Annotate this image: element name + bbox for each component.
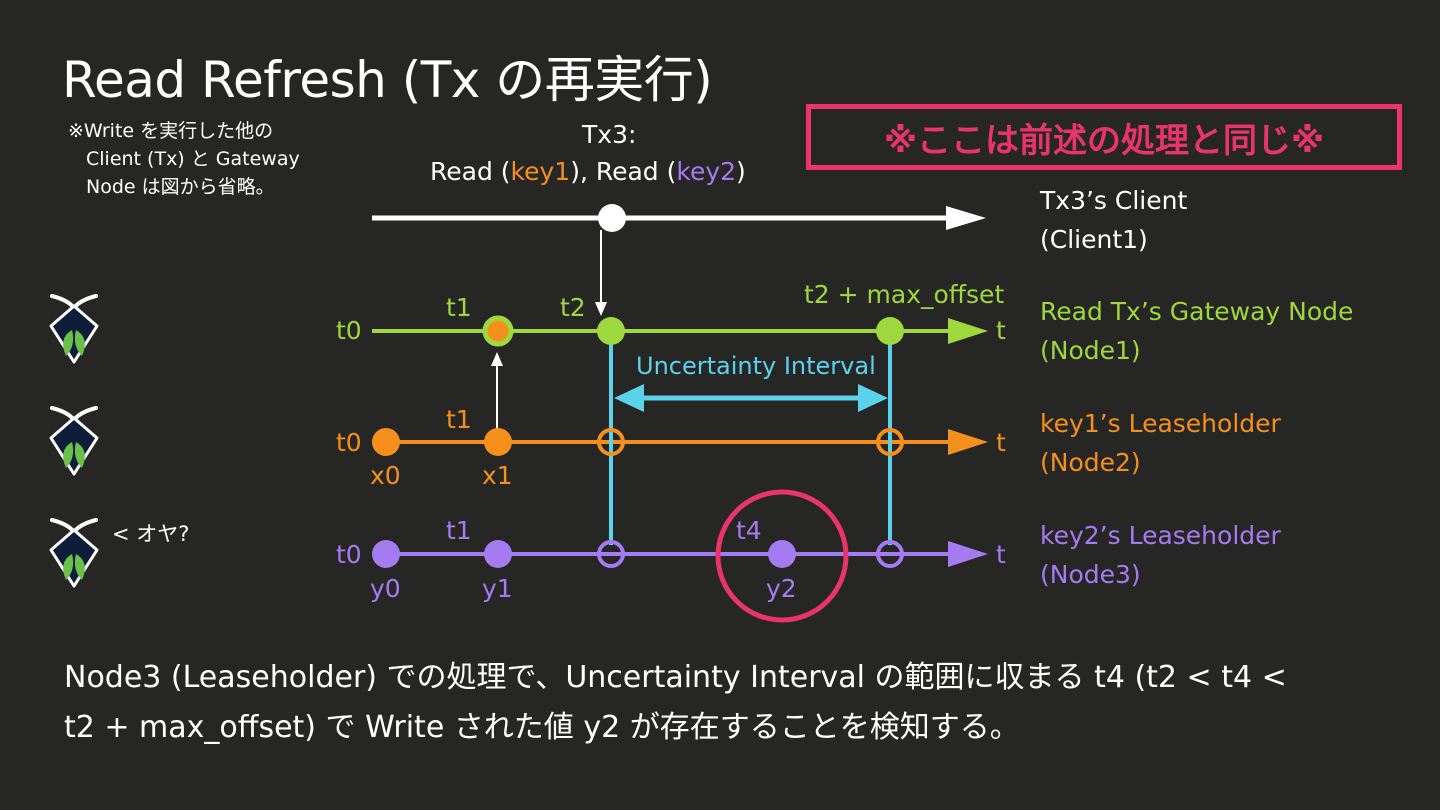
node1-t2max-label: t2 + max_offset xyxy=(804,280,1005,309)
node3-t4-label: t4 xyxy=(736,516,762,545)
node2-x0-label: x0 xyxy=(370,461,401,490)
node1-t2-label: t2 xyxy=(560,293,586,322)
node1-axis-t: t xyxy=(996,316,1006,345)
node3-arrowhead xyxy=(948,541,988,567)
node1-name: Read Tx’s Gateway Node xyxy=(1040,297,1354,326)
speech-text: < オヤ? xyxy=(112,522,190,546)
page-title: Read Refresh (Tx の再実行) xyxy=(62,51,713,109)
node2-arrowhead xyxy=(948,429,988,455)
node3-y1-label: y1 xyxy=(482,574,513,603)
tx-label: Tx3: xyxy=(582,120,637,149)
client-name: Tx3’s Client xyxy=(1040,186,1188,215)
node3-t2-ring xyxy=(597,540,625,568)
tx-reads: Read (key1), Read (key2) xyxy=(430,157,746,186)
highlight-circle xyxy=(715,489,849,623)
tx-read-prefix: Read ( xyxy=(430,157,511,186)
response-arrowhead xyxy=(491,352,503,366)
node2-t2max-ring xyxy=(876,428,904,456)
highlight-banner: ※ここは前述の処理と同じ※ xyxy=(806,104,1402,170)
node3-y2-dot xyxy=(768,540,796,568)
description-line-2: t2 + max_offset) で Write された値 y2 が存在すること… xyxy=(64,710,1020,745)
node2-x0-dot xyxy=(372,428,400,456)
node2-name: key1’s Leaseholder xyxy=(1040,409,1281,438)
node1-t1-label: t1 xyxy=(446,293,472,322)
cockroach-icon xyxy=(49,294,99,364)
node3-y2-label: y2 xyxy=(766,574,797,603)
description-line-1: Node3 (Leaseholder) での処理で、Uncertainty In… xyxy=(64,660,1287,695)
node3-y0-label: y0 xyxy=(370,574,401,603)
node3-t1-label: t1 xyxy=(446,516,472,545)
node2-x1-label: x1 xyxy=(482,461,513,490)
uncertainty-arrow-left xyxy=(614,384,644,412)
uncertainty-arrow-right xyxy=(858,384,888,412)
client-arrowhead xyxy=(946,206,986,230)
tx-read-mid: ), Read ( xyxy=(570,157,677,186)
node3-sub: (Node3) xyxy=(1040,560,1141,589)
node3-t2max-ring xyxy=(876,540,904,568)
node2-sub: (Node2) xyxy=(1040,448,1141,477)
node3-name: key2’s Leaseholder xyxy=(1040,521,1281,550)
node2-axis-t: t xyxy=(996,428,1006,457)
node1-t1-dot xyxy=(482,315,514,347)
tx-key1: key1 xyxy=(510,157,571,186)
node1-sub: (Node1) xyxy=(1040,336,1141,365)
cockroach-icon xyxy=(49,406,99,476)
node1-arrowhead xyxy=(948,318,988,344)
note-line-1: ※Write を実行した他の xyxy=(68,120,274,142)
client-event-dot xyxy=(598,204,626,232)
node3-y1-dot xyxy=(484,540,512,568)
node2-t2-ring xyxy=(597,428,625,456)
node3-y0-dot xyxy=(372,540,400,568)
cockroach-icon xyxy=(49,518,99,588)
note-line-3: Node は図から省略。 xyxy=(86,176,275,198)
tx-key2: key2 xyxy=(676,157,737,186)
node2-t1-label: t1 xyxy=(446,405,472,434)
note-line-2: Client (Tx) と Gateway xyxy=(86,148,300,170)
node3-axis-t: t xyxy=(996,540,1006,569)
tx-read-suffix: ) xyxy=(736,157,746,186)
node2-t0: t0 xyxy=(336,428,362,457)
node3-t0: t0 xyxy=(336,540,362,569)
node1-t2max-dot xyxy=(876,317,904,345)
request-arrowhead xyxy=(595,302,607,316)
uncertainty-label: Uncertainty Interval xyxy=(636,352,876,380)
client-sub: (Client1) xyxy=(1040,225,1148,254)
node2-x1-dot xyxy=(484,428,512,456)
node1-t0: t0 xyxy=(336,316,362,345)
node1-t2-dot xyxy=(597,317,625,345)
